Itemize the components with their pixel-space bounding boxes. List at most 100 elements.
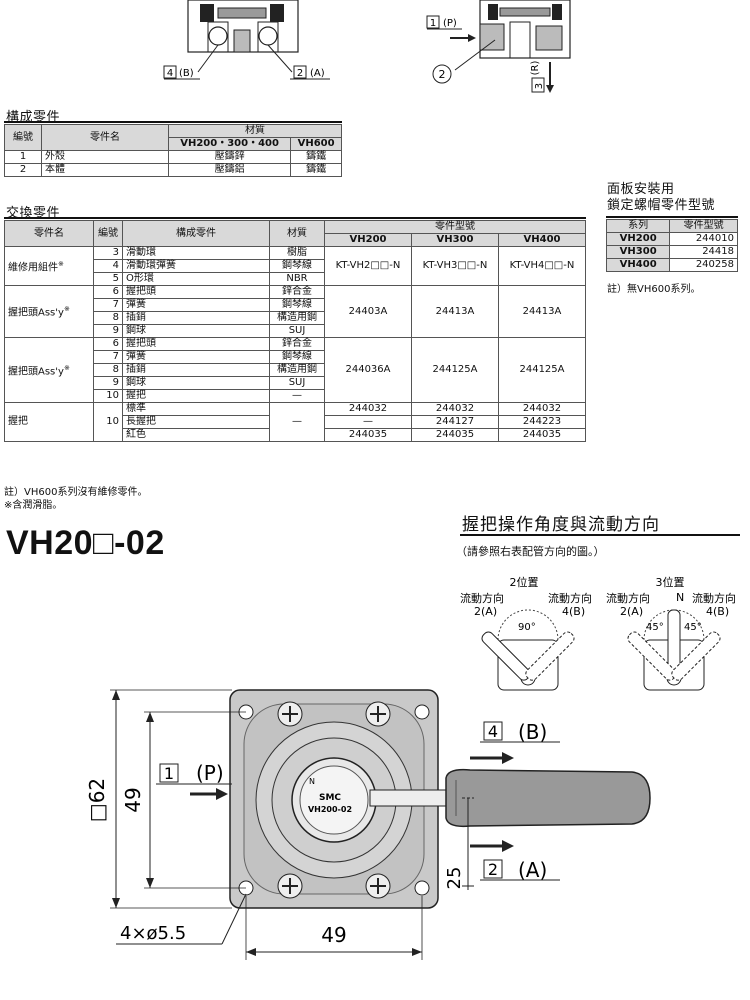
top-label-b-text: (B): [179, 68, 194, 79]
panel-title-2: 鎖定螺帽零件型號: [607, 198, 716, 213]
table-row: 10 握把 —: [5, 389, 586, 403]
group2-vh200: 24403A: [324, 285, 412, 338]
group4-vh400: 244032: [498, 402, 586, 416]
rep-comp: 滑動環彈簧: [122, 259, 270, 273]
panel-series: VH200: [605, 232, 671, 246]
model-title: VH20□-02: [6, 524, 165, 562]
rep-mat: 構造用鋼: [269, 311, 325, 325]
table-row: 2 本體 壓鑄鋁 鑄鐵: [4, 163, 342, 177]
panel-part: 24418: [669, 245, 738, 259]
group4-name: 握把: [4, 402, 94, 442]
replacement-table: 零件名 編號 構成零件 材質 零件型號 VH200 VH300 VH400 維修…: [4, 220, 586, 442]
handle-angle-diagram: 2位置 3位置 流動方向 流動方向 流動方向 流動方向 2(A) 4(B) 2(…: [460, 575, 736, 691]
group1-vh300: KT-VH3□□-N: [411, 246, 499, 286]
group4-no: 10: [93, 402, 123, 442]
table-row: 1 外殼 壓鑄鋅 鑄鐵: [4, 150, 342, 164]
parts-name: 本體: [41, 163, 169, 177]
dim-49-vertical: 49: [121, 787, 145, 812]
rep-comp: 標準: [122, 402, 270, 416]
top-label-p-num: 1: [430, 18, 436, 29]
panel-part: 240258: [669, 258, 738, 272]
knob-n: N: [309, 777, 315, 786]
mount-hole: [414, 704, 430, 720]
table-row: VH400 240258: [605, 258, 738, 272]
parts-no: 2: [4, 163, 42, 177]
rep-mat: 鋼琴線: [269, 298, 325, 312]
group2-name: 握把頭Ass'y: [8, 307, 64, 319]
group3-vh300: 244125A: [411, 337, 499, 403]
parts-header-no: 編號: [4, 124, 42, 151]
top-label-r-num: 3: [534, 83, 545, 89]
rep-no: 8: [93, 363, 123, 377]
rep-mat: 樹脂: [269, 246, 325, 260]
rep-no: 9: [93, 324, 123, 338]
rep-header-mat: 材質: [269, 220, 325, 247]
knob-model: VH200-02: [308, 805, 352, 814]
pos3-flow-right: 流動方向: [692, 591, 736, 605]
panel-header-part: 零件型號: [669, 219, 738, 233]
rep-no: 6: [93, 337, 123, 351]
rep-comp: 彈簧: [122, 298, 270, 312]
table-row: 8 插銷 構造用鋼: [5, 363, 586, 377]
group3-vh200: 244036A: [324, 337, 412, 403]
rep-mat: 構造用鋼: [269, 363, 325, 377]
top-label-r-text: (R): [530, 61, 541, 76]
handle-section-title: 握把操作角度與流動方向: [462, 515, 660, 535]
group2-vh300: 24413A: [411, 285, 499, 338]
table-row: 長握把 — 244127 244223: [5, 415, 586, 429]
rep-comp: 握把頭: [122, 337, 270, 351]
screw-icon: [277, 873, 303, 899]
handle-section-subtitle: （請參照右表配管方向的圖。）: [456, 545, 605, 558]
parts-vh200: 壓鑄鋁: [167, 163, 292, 177]
parts-header-material: 材質: [168, 124, 342, 138]
rep-mat: 鋅合金: [269, 337, 325, 351]
rep-comp: 紅色: [122, 428, 270, 442]
pos2-port-a: 2(A): [474, 605, 497, 618]
group4-vh400: 244223: [498, 415, 586, 429]
group4-vh300: 244035: [411, 428, 499, 442]
rep-mat: SUJ: [269, 376, 325, 390]
group3-mark: ※: [63, 363, 70, 372]
table-row: VH300 24418: [605, 245, 738, 259]
top-label-b-num: 4: [167, 68, 173, 79]
rep-mat: —: [269, 389, 325, 403]
hole-callout: 4×ø5.5: [120, 923, 186, 944]
group1-name: 維修用組件: [8, 262, 58, 274]
group4-vh400: 244035: [498, 428, 586, 442]
rep-header-no: 編號: [93, 220, 123, 247]
table-row: 維修用組件※ 3 滑動環 樹脂 KT-VH2□□-N KT-VH3□□-N KT…: [4, 246, 586, 286]
group4-vh300: 244127: [411, 415, 499, 429]
rep-comp: 插銷: [122, 363, 270, 377]
parts-vh600: 鑄鐵: [290, 163, 342, 177]
parts-header-vh200: VH200・300・400: [167, 137, 292, 151]
dim-62: □62: [85, 778, 109, 822]
table-row: 握把頭Ass'y※ 6 握把頭 鋅合金 244036A 244125A 2441…: [4, 337, 586, 403]
pos2-port-b: 4(B): [562, 605, 585, 618]
replacement-note-1: 註）VH600系列沒有維修零件。: [4, 487, 148, 498]
group3-vh400: 244125A: [498, 337, 586, 403]
pos2-flow-right: 流動方向: [548, 591, 592, 605]
screw-icon: [277, 701, 303, 727]
mount-hole: [414, 880, 430, 896]
knob-brand: SMC: [319, 793, 341, 803]
group4-mat: —: [269, 402, 325, 442]
pos2-title: 2位置: [510, 575, 539, 589]
pos3-angle-left: 45°: [646, 622, 664, 633]
pos2-angle: 90°: [518, 622, 536, 633]
dim-25: 25: [444, 867, 465, 890]
group4-vh200: 244032: [324, 402, 412, 416]
parts-table: 編號 零件名 材質 VH200・300・400 VH600 1 外殼 壓鑄鋅 鑄…: [4, 124, 342, 177]
parts-name: 外殼: [41, 150, 169, 164]
port-b-num: 4: [488, 722, 498, 741]
group2-vh400: 24413A: [498, 285, 586, 338]
top-label-a-text: (A): [310, 68, 325, 79]
group1-vh200: KT-VH2□□-N: [324, 246, 412, 286]
top-label-p-text: (P): [443, 18, 457, 29]
parts-header-vh600: VH600: [290, 137, 342, 151]
pos3-flow-left: 流動方向: [606, 591, 650, 605]
rep-comp: 長握把: [122, 415, 270, 429]
parts-header-name: 零件名: [41, 124, 169, 151]
table-row: 握把 10 標準 — 244032 244032 244032: [4, 402, 586, 442]
parts-vh600: 鑄鐵: [290, 150, 342, 164]
parts-vh200: 壓鑄鋅: [167, 150, 292, 164]
